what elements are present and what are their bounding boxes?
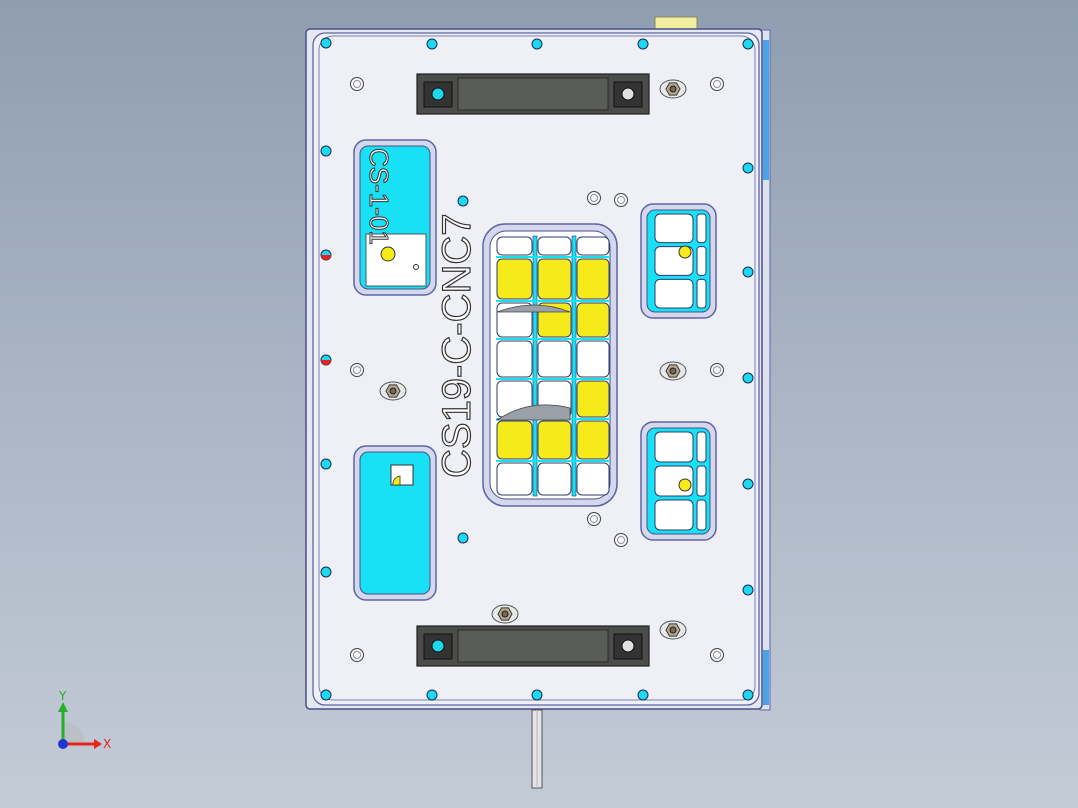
grid-cell	[537, 462, 572, 496]
dowel-hole	[321, 360, 331, 365]
locating-nut	[669, 85, 677, 93]
side-rail-blue-upper	[763, 40, 769, 180]
grid-cell	[576, 420, 610, 460]
right-upper-cells	[654, 213, 707, 309]
y-axis-label: Y	[58, 689, 67, 703]
mounting-hole	[742, 38, 754, 50]
grid-cell	[576, 258, 610, 300]
pocket-right-lower[interactable]	[640, 421, 717, 541]
mounting-hole	[426, 689, 438, 701]
x-axis-label: X	[103, 737, 111, 751]
counterbore-hole	[353, 366, 361, 374]
grid-cell	[576, 462, 610, 496]
locating-nuts	[379, 79, 687, 640]
mounting-hole	[320, 458, 332, 470]
mounting-hole	[426, 38, 438, 50]
mounting-hole	[637, 38, 649, 50]
mounting-hole	[742, 372, 754, 384]
mounting-hole	[320, 566, 332, 578]
grid-cell	[654, 278, 694, 309]
mounting-hole	[742, 162, 754, 174]
grid-cell	[537, 340, 572, 378]
mounting-hole	[742, 478, 754, 490]
counterbore-hole	[713, 80, 721, 88]
mounting-hole	[637, 689, 649, 701]
clamp-block-top[interactable]	[416, 73, 650, 115]
mounting-hole	[320, 37, 332, 49]
counterbore-hole	[713, 651, 721, 659]
grid-cell	[654, 213, 694, 244]
y-axis-head	[58, 702, 68, 712]
mounting-hole	[531, 689, 543, 701]
grid-cell	[576, 302, 610, 338]
locating-nut	[501, 610, 509, 618]
engraved-part-label: CS19-C-CNC7	[435, 214, 479, 479]
grid-cell	[496, 236, 533, 256]
grid-cell	[537, 420, 572, 460]
x-axis-head	[94, 739, 102, 749]
pocket-label: CS-1-01	[364, 148, 394, 245]
grid-cell	[496, 258, 533, 300]
grid-cell	[537, 236, 572, 256]
mounting-hole	[320, 689, 332, 701]
counterbore-hole	[713, 366, 721, 374]
locating-nut	[669, 367, 677, 375]
pocket-right-upper[interactable]	[640, 203, 717, 319]
grid-cell	[576, 380, 610, 418]
counterbore-hole	[353, 651, 361, 659]
coordinate-triad[interactable]: Y X	[58, 689, 111, 751]
counterbore-hole	[590, 194, 598, 202]
clamp-block-bottom[interactable]	[416, 625, 650, 667]
z-axis-origin	[58, 739, 68, 749]
grid-cell	[537, 258, 572, 300]
pocket-lower-left[interactable]	[353, 445, 437, 601]
grid-cell	[654, 499, 694, 531]
mounting-hole	[457, 532, 469, 544]
grid-cell	[576, 340, 610, 378]
dowel-hole	[321, 255, 331, 260]
mounting-hole	[457, 195, 469, 207]
locating-nut	[389, 387, 397, 395]
counterbore-hole	[590, 515, 598, 523]
grid-cell	[496, 340, 533, 378]
mounting-hole	[320, 145, 332, 157]
pocket-upper-left[interactable]: CS-1-01	[353, 139, 437, 296]
locating-nut	[669, 626, 677, 634]
counterbore-hole	[617, 196, 625, 204]
grid-cell	[496, 420, 533, 460]
mounting-hole	[742, 266, 754, 278]
side-rail-blue-lower	[763, 650, 769, 705]
mounting-holes	[320, 37, 754, 701]
counterbore-hole	[617, 536, 625, 544]
counterbore-hole	[353, 80, 361, 88]
mounting-hole	[742, 689, 754, 701]
center-grid-cells	[496, 235, 610, 497]
grid-cell	[496, 462, 533, 496]
mounting-hole	[531, 38, 543, 50]
grid-cell	[576, 236, 610, 256]
mounting-hole	[742, 584, 754, 596]
pocket-center-grid[interactable]	[482, 223, 618, 507]
grid-cell	[654, 431, 694, 463]
